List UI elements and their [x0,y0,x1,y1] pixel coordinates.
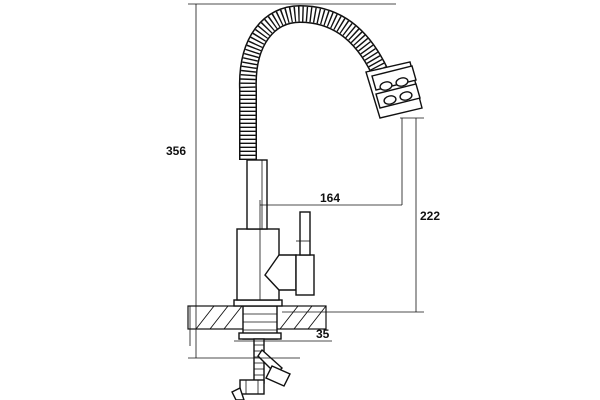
flexible-spout [238,4,389,160]
lever-handle [299,211,311,256]
label-spout-height: 222 [420,209,440,223]
base-plate [233,299,283,307]
spray-head [365,61,423,119]
spout-tube [246,159,268,230]
label-total-height: 356 [166,144,186,158]
label-base-diameter: 35 [316,327,330,341]
mounting-base [238,305,282,340]
supply-hoses [231,338,291,400]
dimension-total-height [188,3,396,359]
faucet-body [236,211,315,301]
dimension-spout-height [282,117,424,313]
dimension-reach [259,118,403,300]
label-reach: 164 [320,191,340,205]
